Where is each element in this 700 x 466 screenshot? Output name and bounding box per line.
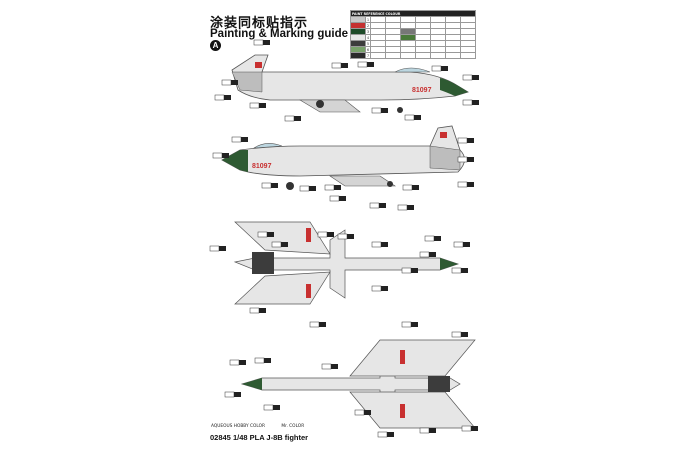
- page-title: Painting & Marking guide: [210, 28, 349, 40]
- kit-title: 02845 1/48 PLA J-8B fighter: [210, 433, 309, 442]
- aqueous-legend-label: AQUEOUS HOBBY COLOR: [211, 424, 265, 429]
- bottom-view: [224, 321, 479, 438]
- mr-color-legend-label: Mr. COLOR: [281, 424, 305, 429]
- view-badge: A: [210, 40, 221, 51]
- color-legend: AQUEOUS HOBBY COLOR Mr. COLOR: [211, 424, 304, 429]
- paint-code: 7: [364, 52, 372, 59]
- top-view: [209, 221, 471, 328]
- side-number: 81097: [412, 87, 432, 94]
- page-title-chinese: 涂装同标贴指示: [210, 16, 309, 31]
- side-number: 81097: [252, 163, 272, 170]
- side-view-left: 81097: [214, 39, 480, 122]
- paint-row: 7: [350, 52, 477, 59]
- paint-reference-table: PAINT REFERENCE COLOUR 1 2 3 4 5 6 7: [349, 10, 477, 59]
- side-view-right: 81097: [212, 125, 475, 211]
